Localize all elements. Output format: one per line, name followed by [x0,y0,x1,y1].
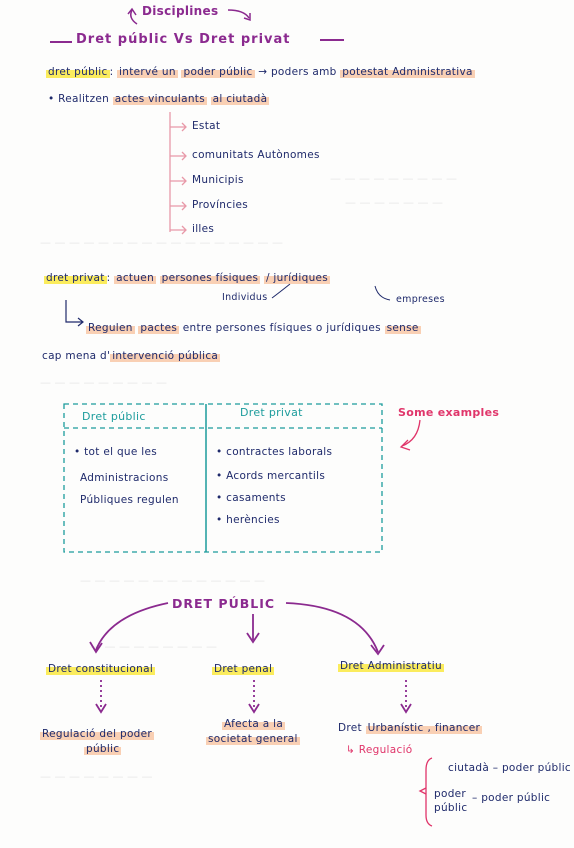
relation-1-left: ciutadà [448,762,490,774]
admin-sub-3: , financer [425,722,483,734]
private-line-3: cap mena d'intervenció pública [42,350,221,362]
arrow-right-icon: → [258,66,268,78]
public-example-1: • tot el que les [74,446,158,458]
tree-branch-2: Dret penal [212,663,275,675]
branch-comunitats: comunitats Autònomes [192,149,320,161]
relation-1-right: – poder públic [492,762,571,774]
branch-estat: Estat [192,120,221,132]
private-line-2b: pactes [138,322,180,334]
public-desc-2: poder públic [181,66,255,78]
public-example-3: Públiques regulen [80,494,179,506]
public-bullet-1: • Realitzen [48,93,110,105]
examples-table-border [63,403,383,553]
admin-sub-1: Dret [338,722,362,734]
public-desc-3: poders amb [270,66,337,78]
tree-branch-2-name: Dret penal [212,663,275,675]
curved-arrow-icon [401,419,421,447]
public-desc-1: intervé un [117,66,178,78]
sub-individus: Individus [222,292,268,303]
private-example-1: • contractes laborals [216,446,333,458]
public-bullet: • Realitzen actes vinculants al ciutadà [48,93,270,105]
public-definition-line: dret públic: intervé un poder públic → p… [46,66,475,78]
public-desc-4: potestat Administrativa [340,66,475,78]
relation-2-left-1: poder [434,788,467,800]
private-example-2: • Acords mercantils [216,470,326,482]
relation-1: ciutadà – poder públic [448,762,571,774]
page-title: Dret públic Vs Dret privat [76,32,291,47]
private-term: dret privat [44,272,107,284]
public-term: dret públic [46,66,110,78]
private-desc-3: / jurídiques [263,272,331,284]
private-line-2d: sense [384,322,421,334]
tree-branch-1: Dret constitucional [46,663,156,675]
private-line-2c: entre persones físiques o jurídiques [182,322,381,334]
admin-sub-2: Urbanístic [365,722,426,734]
tree-root: DRET PÚBLIC [172,596,276,611]
private-line-2: Regulen pactes entre persones físiques o… [86,322,421,334]
admin-sub: Dret Urbanístic, financer [338,722,483,734]
branch-2-desc-2-text: societat general [206,733,300,745]
disciplines-label: Disciplines [142,4,219,18]
private-line-2a: Regulen [86,322,135,334]
public-colon: : [109,66,114,78]
branch-2-desc-2: societat general [206,733,300,745]
sub-empreses: empreses [396,294,445,305]
arrow-left-icon [130,9,138,25]
col-private-header: Dret privat [240,406,303,419]
tree-branch-3-name: Dret Administratiu [338,660,444,672]
branch-1-desc-2: públic [84,743,122,755]
public-example-2: Administracions [80,472,169,484]
some-examples-label: Some examples [398,406,500,419]
arrow-right-icon [227,9,250,19]
branch-1-desc-1-text: Regulació del poder [40,728,155,740]
private-definition-line: dret privat: actuen persones físiques / … [44,272,331,284]
public-bullet-3: al ciutadà [210,93,270,105]
branch-provincies: Províncies [192,199,249,211]
public-bullet-2: actes vinculants [112,93,207,105]
relation-2-right: – poder públic [472,792,551,804]
tree-branch-1-name: Dret constitucional [46,663,156,675]
branch-illes: illes [192,223,215,235]
tree-branch-3: Dret Administratiu [338,660,444,672]
private-line-3a: cap mena d' [42,350,111,362]
private-example-3: • casaments [216,492,286,504]
regulacio-label: ↳ Regulació [346,744,413,756]
private-colon: : [106,272,111,284]
col-public-header: Dret públic [82,410,146,423]
branch-1-desc-1: Regulació del poder [40,728,155,740]
private-example-4: • herències [216,514,280,526]
branch-1-desc-2-text: públic [84,743,122,755]
private-line-3b: intervenció pública [110,350,221,362]
private-desc-1: actuen [114,272,157,284]
private-desc-2: persones físiques [159,272,261,284]
relation-2-left-2: públic [434,802,468,814]
branch-2-desc-1: Afecta a la [222,718,286,730]
branch-municipis: Municipis [192,174,244,186]
branch-2-desc-1-text: Afecta a la [222,718,286,730]
